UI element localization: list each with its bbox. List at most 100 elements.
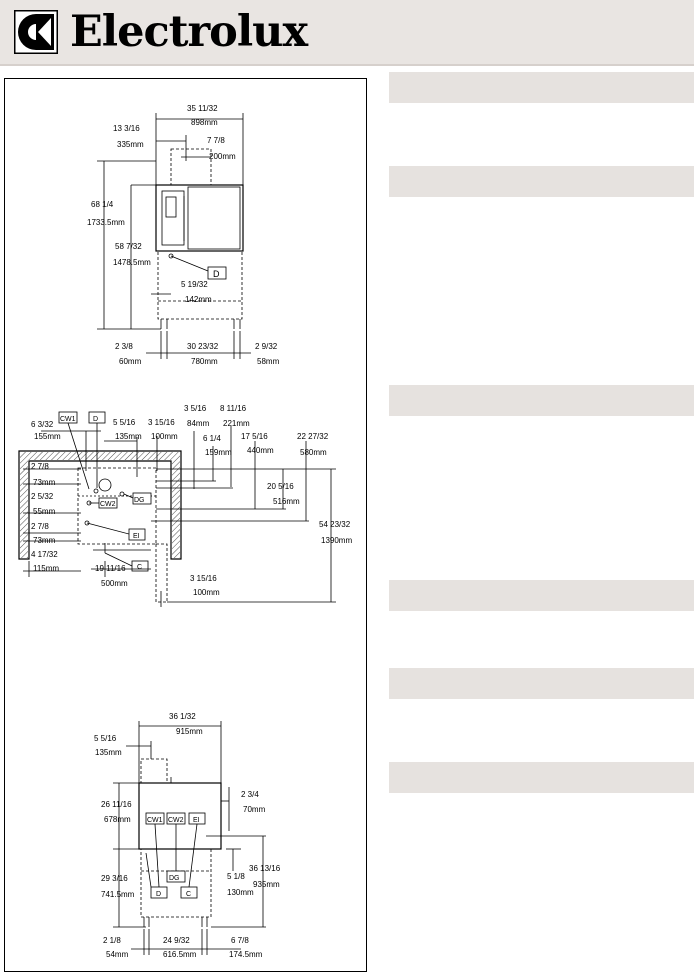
plan-label-cw1: CW1 xyxy=(60,416,76,423)
side-dim-right-leg-mm: 174.5mm xyxy=(229,950,263,959)
plan-view xyxy=(18,411,336,607)
dim-flue-width-frac: 7 7/8 xyxy=(207,136,225,145)
plan-dim-n-frac: 4 17/32 xyxy=(31,550,58,559)
plan-dim-b-frac: 5 5/16 xyxy=(113,418,136,427)
side-dim-lower-height-mm: 741.5mm xyxy=(101,890,135,899)
plan-dim-h-mm: 580mm xyxy=(300,448,327,457)
dim-overall-width-mm: 898mm xyxy=(191,118,218,127)
plan-dim-m-mm: 73mm xyxy=(33,536,56,545)
plan-dim-j-mm: 1390mm xyxy=(321,536,352,545)
plan-dim-l-mm: 55mm xyxy=(33,507,56,516)
dim-drain-offset-frac: 5 19/32 xyxy=(181,280,208,289)
plan-label-d: D xyxy=(93,416,98,423)
side-label-d: D xyxy=(156,891,161,898)
plan-dim-b-mm: 135mm xyxy=(115,432,142,441)
plan-dim-e-frac: 8 11/16 xyxy=(220,404,247,413)
side-dim-leg-span-mm: 616.5mm xyxy=(163,950,197,959)
plan-dim-f-frac: 6 1/4 xyxy=(203,434,221,443)
side-dim-total-frac: 36 13/16 xyxy=(249,864,281,873)
dim-total-height-mm: 1733.5mm xyxy=(87,218,125,227)
plan-dim-i-mm: 516mm xyxy=(273,497,300,506)
plan-dim-c-frac: 3 15/16 xyxy=(148,418,175,427)
plan-dim-i-frac: 20 5/16 xyxy=(267,482,294,491)
plan-dim-h-frac: 22 27/32 xyxy=(297,432,329,441)
side-dim-upper-height-frac: 26 11/16 xyxy=(101,800,132,809)
page-header: Electrolux xyxy=(0,0,694,66)
plan-dim-p-frac: 3 15/16 xyxy=(190,574,217,583)
dim-overall-width-frac: 35 11/32 xyxy=(187,104,218,113)
dim-left-leg-frac: 2 3/8 xyxy=(115,342,133,351)
plan-dim-f-mm: 159mm xyxy=(205,448,232,457)
dim-right-leg-frac: 2 9/32 xyxy=(255,342,278,351)
side-dim-leg-span-frac: 24 9/32 xyxy=(163,936,190,945)
side-dim-flue-frac: 5 5/16 xyxy=(94,734,117,743)
side-label-c: C xyxy=(186,891,191,898)
dim-total-height-frac: 68 1/4 xyxy=(91,200,114,209)
side-dim-total-mm: 935mm xyxy=(253,880,280,889)
plan-label-c: C xyxy=(137,564,142,571)
plan-dim-g-frac: 17 5/16 xyxy=(241,432,268,441)
plan-dim-a-mm: 155mm xyxy=(34,432,61,441)
section-bar-1 xyxy=(389,72,694,103)
drawing-frame: D 35 11/32 898mm 13 3/16 335mm 7 7/8 200… xyxy=(4,78,367,972)
plan-dim-k-frac: 2 7/8 xyxy=(31,462,49,471)
dim-flue-width-mm: 200mm xyxy=(209,152,236,161)
plan-dim-n-mm: 115mm xyxy=(33,564,59,573)
dim-left-offset-mm: 335mm xyxy=(117,140,144,149)
dim-leg-span-frac: 30 23/32 xyxy=(187,342,219,351)
section-bar-2 xyxy=(389,166,694,197)
plan-dim-g-mm: 440mm xyxy=(247,446,274,455)
side-dim-right-leg-frac: 6 7/8 xyxy=(231,936,249,945)
side-dim-width-frac: 36 1/32 xyxy=(169,712,196,721)
plan-label-cw2: CW2 xyxy=(100,501,116,508)
section-bar-6 xyxy=(389,762,694,793)
dim-leg-span-mm: 780mm xyxy=(191,357,218,366)
dim-left-offset-frac: 13 3/16 xyxy=(113,124,140,133)
plan-label-dg: DG xyxy=(134,497,145,504)
plan-dim-k-mm: 73mm xyxy=(33,478,56,487)
side-label-ei: EI xyxy=(193,817,200,824)
side-label-cw1: CW1 xyxy=(147,817,163,824)
plan-dim-m-frac: 2 7/8 xyxy=(31,522,49,531)
side-dim-connection-frac: 5 1/8 xyxy=(227,872,245,881)
section-bar-4 xyxy=(389,580,694,611)
plan-dim-e-mm: 221mm xyxy=(223,419,250,428)
plan-dim-p-mm: 100mm xyxy=(193,588,220,597)
front-label-d: D xyxy=(213,269,220,279)
side-view xyxy=(113,721,266,955)
plan-dim-o-mm: 500mm xyxy=(101,579,128,588)
section-bar-5 xyxy=(389,668,694,699)
plan-dim-o-frac: 19 11/16 xyxy=(95,564,126,573)
side-dim-left-leg-frac: 2 1/8 xyxy=(103,936,121,945)
dim-left-leg-mm: 60mm xyxy=(119,357,142,366)
side-dimensions: 36 1/32 915mm 5 5/16 135mm 2 3/4 70mm 26… xyxy=(94,712,281,959)
side-labels: CW1 CW2 EI DG D C xyxy=(147,817,200,898)
side-dim-connection-mm: 130mm xyxy=(227,888,254,897)
front-dimensions: 35 11/32 898mm 13 3/16 335mm 7 7/8 200mm… xyxy=(87,104,280,366)
plan-dim-a-frac: 6 3/32 xyxy=(31,420,54,429)
side-dim-flue-mm: 135mm xyxy=(95,748,122,757)
side-label-dg: DG xyxy=(169,875,180,882)
side-dim-upper-height-mm: 678mm xyxy=(104,815,131,824)
side-dim-right-gap-mm: 70mm xyxy=(243,805,266,814)
side-dim-left-leg-mm: 54mm xyxy=(106,950,129,959)
plan-dim-l-frac: 2 5/32 xyxy=(31,492,54,501)
front-view: D xyxy=(97,113,251,359)
section-bar-3 xyxy=(389,385,694,416)
plan-dim-j-frac: 54 23/32 xyxy=(319,520,351,529)
technical-drawing: D 35 11/32 898mm 13 3/16 335mm 7 7/8 200… xyxy=(18,104,352,959)
side-dim-width-mm: 915mm xyxy=(176,727,203,736)
plan-dim-c-mm: 100mm xyxy=(151,432,178,441)
electrolux-logo-icon xyxy=(14,10,58,54)
plan-labels: CW1 D DG CW2 EI C xyxy=(60,416,145,571)
side-label-cw2: CW2 xyxy=(168,817,184,824)
plan-label-ei: EI xyxy=(133,533,140,540)
plan-dim-d-mm: 84mm xyxy=(187,419,210,428)
dim-base-height-mm: 1478.5mm xyxy=(113,258,151,267)
dim-right-leg-mm: 58mm xyxy=(257,357,280,366)
dim-base-height-frac: 58 7/32 xyxy=(115,242,142,251)
plan-dim-d-frac: 3 5/16 xyxy=(184,404,207,413)
dim-drain-offset-mm: 142mm xyxy=(185,295,212,304)
brand-name: Electrolux xyxy=(70,7,308,57)
side-dim-right-gap-frac: 2 3/4 xyxy=(241,790,259,799)
